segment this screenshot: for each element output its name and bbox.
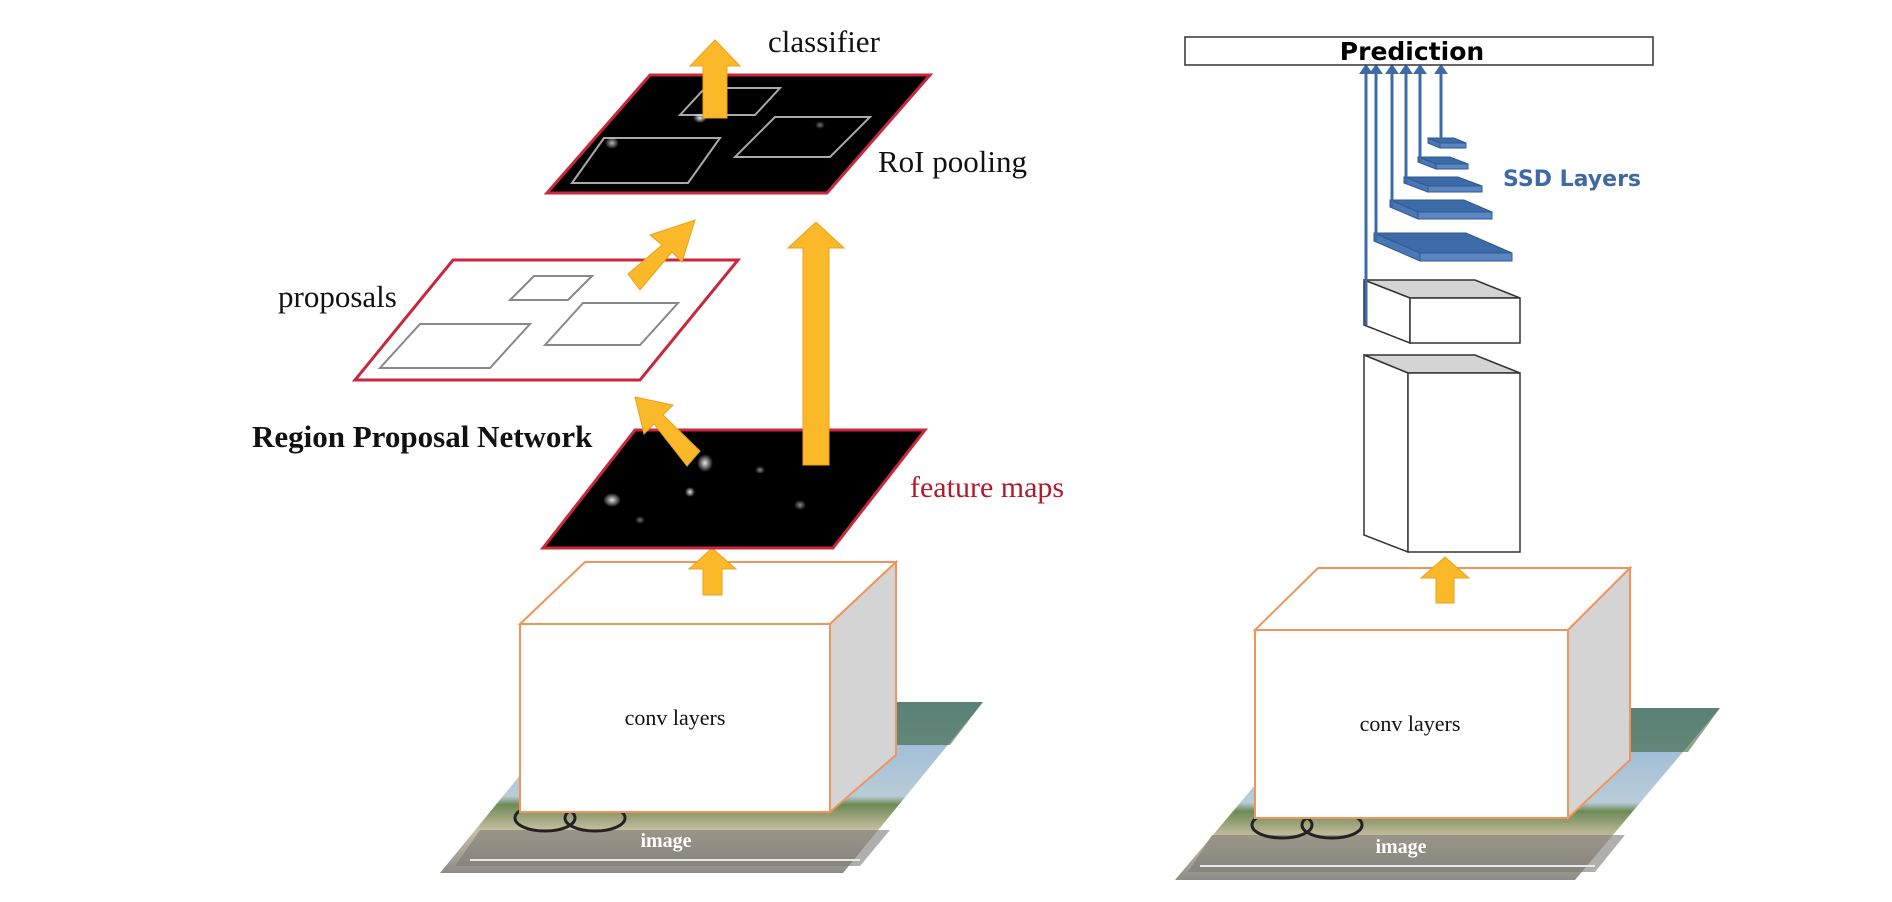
- rpn-label: Region Proposal Network: [252, 419, 593, 454]
- ssd-layer-5: [1427, 137, 1467, 149]
- arrow-conv-to-features: [687, 547, 738, 596]
- ssd-layer-3: [1403, 176, 1483, 193]
- conv-layers-label: conv layers: [625, 705, 726, 730]
- ssd-layers-label: SSD Layers: [1503, 167, 1641, 192]
- ssd-conv-layers-label: conv layers: [1360, 711, 1461, 736]
- ssd-layer-4: [1417, 156, 1469, 170]
- proposals-plane: [351, 258, 742, 382]
- ssd-prediction-arrows: [1359, 64, 1448, 325]
- feature-maps-plane: [539, 428, 929, 550]
- ssd-base-block-short: [1363, 278, 1521, 345]
- roi-pooling-label: RoI pooling: [878, 144, 1027, 179]
- conv-block: [517, 559, 899, 815]
- proposals-label: proposals: [278, 279, 397, 314]
- faster-rcnn-diagram: conv layers image feature maps Region Pr…: [252, 24, 1064, 873]
- ssd-feature-layers: [1373, 137, 1513, 262]
- arrow-roi-to-classifier: [688, 39, 742, 119]
- ssd-diagram: conv layers image: [1175, 36, 1720, 880]
- ssd-image-label: image: [1375, 836, 1426, 858]
- ssd-conv-block: [1252, 565, 1633, 821]
- classifier-label: classifier: [768, 24, 881, 59]
- prediction-label: Prediction: [1340, 37, 1484, 66]
- ssd-base-block-tall: [1363, 353, 1521, 554]
- roi-pooling-plane: [543, 73, 934, 195]
- ssd-layer-2: [1389, 199, 1493, 220]
- arrow-proposals-to-roi: [627, 219, 696, 291]
- ssd-layer-1: [1373, 232, 1513, 262]
- arrow-features-to-proposals: [634, 396, 701, 467]
- image-label: image: [640, 830, 691, 852]
- prediction-box: [1184, 36, 1654, 66]
- arrow-features-to-roi: [786, 221, 846, 466]
- ssd-arrow-conv-up: [1419, 556, 1471, 604]
- feature-maps-label: feature maps: [910, 471, 1064, 504]
